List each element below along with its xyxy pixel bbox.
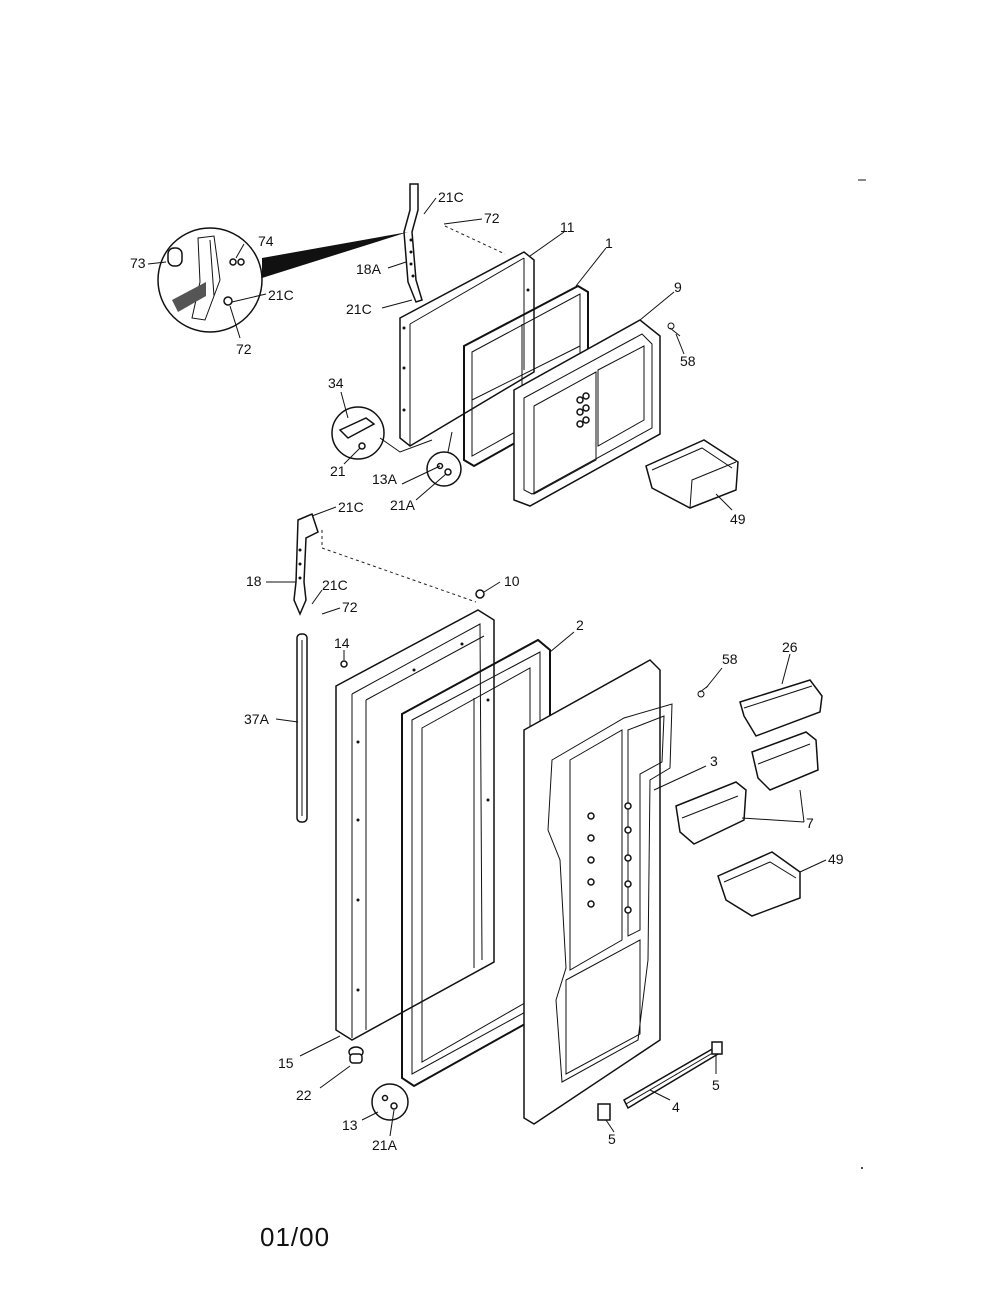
callout-21: 21 [330,463,346,479]
bottom-trim-4 [623,1046,720,1110]
callout-21c: 21C [346,301,372,317]
upper-hinge-18A [403,183,423,303]
callout-58: 58 [722,651,738,667]
callout-72: 72 [236,341,252,357]
callout-72: 72 [342,599,358,615]
callout-10: 10 [504,573,520,589]
callout-22: 22 [296,1087,312,1103]
upper-door-bin-49 [645,439,739,509]
callout-21a: 21A [390,497,416,513]
callout-4: 4 [672,1099,680,1115]
lower-door-bin-49 [717,851,801,917]
callout-26: 26 [782,639,798,655]
hinge-detail-magnifier [157,227,408,333]
upper-outer-door-11 [399,251,535,447]
leader-lines [147,197,827,1137]
end-cap-5-right [711,1041,723,1055]
lower-hinge-18 [293,512,319,616]
callout-21c: 21C [338,499,364,515]
end-cap-5-left [597,1103,611,1121]
screw-58-upper [667,322,681,337]
callout-21c: 21C [268,287,294,303]
lower-inner-liner-3 [523,659,673,1125]
callout-15: 15 [278,1055,294,1071]
callout-14: 14 [334,635,350,651]
callout-58: 58 [680,353,696,369]
door-stop-22 [348,1046,364,1064]
lower-outer-door-15 [335,609,495,1041]
door-bin-26 [739,679,823,737]
callout-49: 49 [730,511,746,527]
hinge-pin-10 [475,589,485,599]
callout-34: 34 [328,375,344,391]
callout-2: 2 [576,617,584,633]
door-bin-7-lower [675,781,747,845]
plug-14 [340,660,348,668]
callout-73: 73 [130,255,146,271]
date-code: 01/00 [260,1222,331,1252]
callout-1: 1 [605,235,613,251]
callout-3: 3 [710,753,718,769]
callout-72: 72 [484,210,500,226]
callout-9: 9 [674,279,682,295]
callout-5: 5 [712,1077,720,1093]
callout-21a: 21A [372,1137,398,1153]
upper-inner-liner-9 [513,319,661,507]
door-bin-7-upper [751,731,819,791]
detail-bracket-34 [331,406,433,460]
handle-trim-37A [296,633,308,823]
callout-13a: 13A [372,471,398,487]
callout-18a: 18A [356,261,382,277]
callout-49: 49 [828,851,844,867]
detail-13A [426,431,462,487]
callout-37a: 37A [244,711,270,727]
callout-21c: 21C [438,189,464,205]
callout-18: 18 [246,573,262,589]
callout-7: 7 [806,815,814,831]
callout-5: 5 [608,1131,616,1147]
callout-74: 74 [258,233,274,249]
callout-13: 13 [342,1117,358,1133]
callout-11: 11 [560,219,575,235]
detail-13 [371,1083,409,1121]
callout-21c: 21C [322,577,348,593]
